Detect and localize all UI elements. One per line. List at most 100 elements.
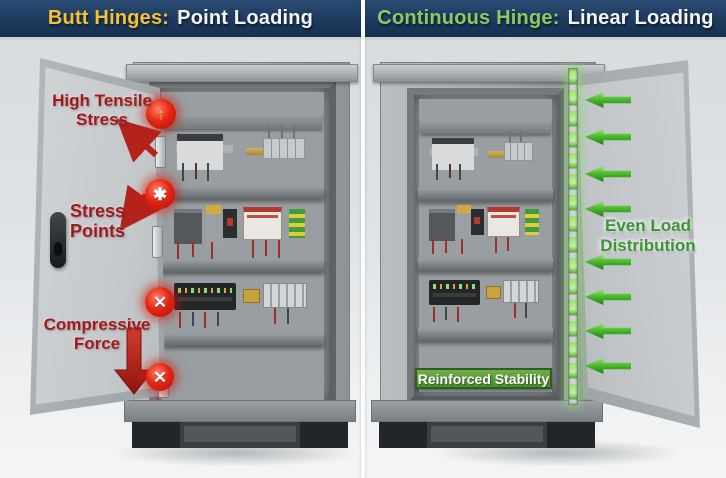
wire [178,312,181,329]
wire [182,163,184,182]
cabinet-interior [407,88,564,403]
wire [506,237,509,252]
contactor [428,209,442,242]
label-high-tensile-stress: High Tensile Stress [52,91,152,129]
wire [519,130,522,143]
wire [459,164,462,181]
wire [274,308,277,325]
foot [379,422,427,448]
labeled-panel-device [242,206,283,240]
wire [204,312,207,329]
cabinet-top-cap [126,64,358,82]
wire [435,164,438,181]
component-row-top [163,125,322,183]
wire [456,307,459,323]
wire [444,307,447,321]
wire [448,164,451,179]
plc-module [428,280,481,306]
wire [509,130,512,143]
yellow-top-device [205,204,221,249]
shelf [161,332,324,346]
wire [277,239,280,258]
relay-device [471,209,485,236]
yellow-top-device [456,205,471,246]
terminal-strip [263,283,307,309]
wire [432,307,435,323]
x-glyph: ✕ [152,292,168,312]
header-left-rest: Point Loading [177,7,314,29]
terminal-strip [502,280,539,304]
asterisk-glyph: ✱ [152,184,168,204]
compression-burst-icon-lower: ✕ [146,363,174,391]
x-glyph: ✕ [152,367,168,387]
ground-terminal [524,209,539,236]
wire [514,303,517,319]
wire [194,163,197,180]
terminal-block [295,138,306,160]
banner-text: Reinforced Stability [417,370,550,387]
cabinet-plinth [371,400,603,422]
tension-burst-icon: ↑ [146,99,176,129]
cabinet-feet [379,422,595,448]
breaker-module [177,134,190,171]
wire [460,239,463,255]
shelf [418,188,553,202]
interior-top-rail [162,113,323,130]
ground-terminal [288,208,305,238]
wire [264,239,267,256]
wire [494,237,497,254]
component-row-bottom [163,276,322,330]
door-handle [50,212,66,268]
yellow-connector [242,289,261,304]
label-stress-points: Stress Points [69,201,126,241]
wire [524,303,527,319]
butt-hinge [155,136,166,168]
relay-device [223,208,238,238]
labeled-panel-device [486,207,520,238]
label-even-load-distribution: Even Load Distribution [600,216,696,255]
breaker-module [452,138,464,171]
cabinet-body-right [380,62,596,408]
panel-continuous-hinge: Reinforced Stability Even Load Distribut… [363,40,726,478]
plc-module [174,283,237,311]
shelf [418,257,553,271]
breaker-module [199,134,212,171]
foot [300,422,348,448]
foot [547,422,595,448]
wire [431,239,434,255]
wire [267,125,270,139]
up-arrow-glyph: ↑ [156,104,166,124]
breaker-module [442,138,454,171]
breaker-module [463,138,475,171]
component-row-middle [420,203,552,255]
panel-divider [361,0,365,478]
header-continuous-hinge: Continuous Hinge: Linear Loading [365,0,726,40]
reinforced-stability-banner: Reinforced Stability [415,368,552,389]
wire [287,308,290,325]
continuous-hinge [568,68,578,405]
butt-hinge [152,226,163,258]
door-inner-panel [577,72,695,417]
component-row-bottom [420,274,552,325]
wire [177,241,180,259]
breaker-module [210,134,223,171]
wire [252,239,255,258]
interior-top-rail [419,119,552,135]
terminal-block [523,142,533,162]
breaker-module [431,138,443,171]
component-row-top [420,130,552,185]
compression-burst-icon-upper: ✕ [145,287,175,317]
panel-butt-hinges: ↑ ✱ ✕ ✕ High Tensile Stress Stress Point… [0,40,370,478]
header-left-highlight: Butt Hinges: [47,7,170,29]
component-row-middle [163,202,322,259]
header-butt-hinges: Butt Hinges: Point Loading [0,0,361,40]
header-right-highlight: Continuous Hinge: [377,7,560,29]
wire [207,163,210,182]
base-recess [184,426,296,442]
wire [217,312,220,327]
cabinet-door-right [572,60,700,429]
wire [191,312,194,327]
cabinet-interior [149,81,336,411]
contactor [174,208,189,244]
